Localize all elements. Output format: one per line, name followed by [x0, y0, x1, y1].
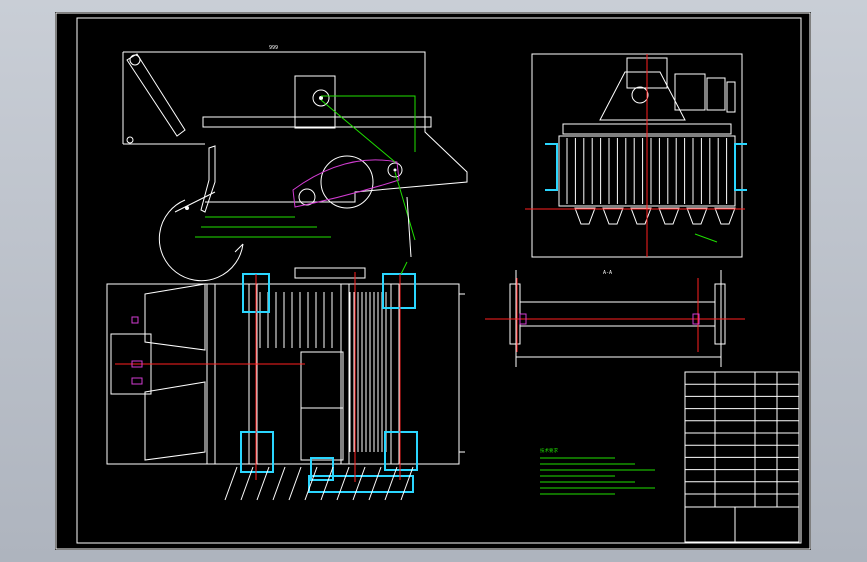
leader-line [320, 466, 334, 501]
leader-line [352, 466, 366, 501]
leader-line [224, 466, 238, 501]
notes-heading: 技术要求 [540, 447, 558, 454]
cad-drawing: 999 A-A [55, 12, 811, 550]
section-aa: A-A [485, 270, 745, 367]
plan-bars [259, 292, 387, 452]
technical-notes: 技术要求 [540, 447, 655, 495]
leader-line [336, 466, 350, 501]
outer-border [55, 12, 811, 550]
plan-view [106, 261, 465, 501]
tine [658, 207, 680, 225]
inner-border [76, 17, 802, 544]
front-view [525, 53, 747, 258]
section-label: A-A [603, 270, 612, 276]
drum-bars [566, 138, 728, 204]
cad-drawing-viewport[interactable]: 999 A-A [55, 12, 811, 550]
leader-line [368, 466, 382, 501]
tine [686, 207, 708, 225]
leader-line [288, 466, 302, 501]
tine [602, 207, 624, 225]
tine-row [574, 207, 736, 225]
tine [574, 207, 596, 225]
leader-line [304, 466, 318, 501]
svg-text:999: 999 [269, 45, 278, 51]
tine [714, 207, 736, 225]
tine [630, 207, 652, 225]
leader-line [400, 466, 414, 501]
title-block [684, 371, 800, 543]
leader-line [384, 466, 398, 501]
parts-list [685, 372, 799, 507]
leader-line [240, 466, 254, 501]
leader-line [272, 466, 286, 501]
side-view: 999 [122, 45, 468, 282]
leader-lines [224, 466, 414, 501]
note-lines [540, 457, 655, 495]
leader-line [256, 466, 270, 501]
